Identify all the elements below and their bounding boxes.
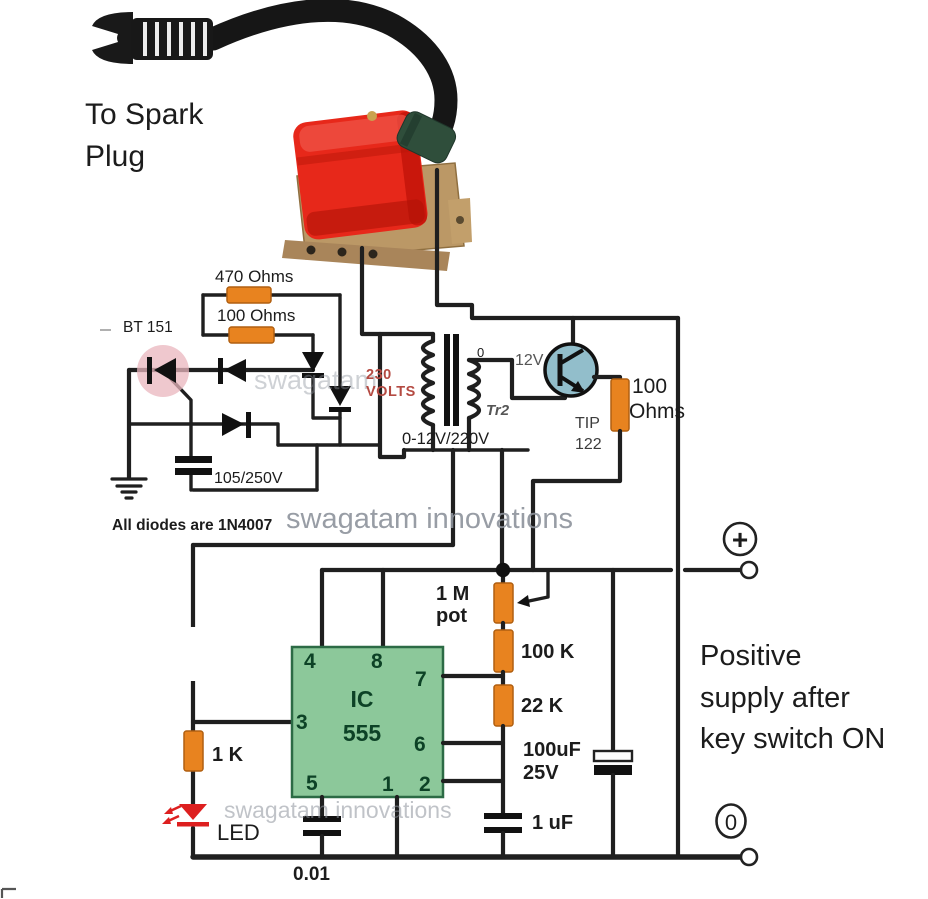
r100-top-label: 100 Ohms	[217, 306, 295, 325]
r100k-label: 100 K	[521, 641, 575, 663]
resistor-22k	[493, 684, 514, 727]
primary-voltage-label2: VOLTS	[366, 384, 416, 400]
pin-8: 8	[371, 650, 383, 673]
transformer-secondary-winding	[466, 357, 482, 421]
capacitor-001-icon	[303, 816, 341, 836]
supply-note3: key switch ON	[700, 723, 885, 755]
labels: To Spark Plug 470 Ohms 100 Ohms BT 151 s…	[85, 98, 885, 885]
spark-plug-cable	[92, 0, 458, 155]
pin-4: 4	[304, 650, 316, 673]
ignition-coil	[282, 110, 472, 271]
pin-7: 7	[415, 668, 427, 691]
tap-zero-label: 0	[477, 345, 484, 360]
plus-terminal-icon	[722, 521, 758, 557]
pin-3: 3	[296, 711, 308, 734]
watermark-fragment: swagatam	[254, 365, 377, 395]
pin-1: 1	[382, 773, 394, 796]
pot-label: 1 M	[436, 583, 469, 605]
scr-section-components	[110, 286, 351, 500]
resistor-1k	[183, 730, 204, 772]
diode-icon	[218, 358, 246, 384]
c100uf-label2: 25V	[523, 762, 559, 784]
junction-dot	[495, 562, 511, 578]
corner-artifact	[0, 887, 16, 898]
resistor-470-ohms	[226, 286, 272, 304]
watermark-eraser-smudge	[156, 627, 244, 681]
spark-plug-connector-icon	[92, 12, 133, 64]
tr2-label: Tr2	[486, 402, 510, 419]
transformer-core	[444, 334, 450, 426]
tap-12v-label: 12V	[515, 352, 544, 369]
pot-1m-icon	[493, 582, 514, 624]
resistor-100-ohms-right	[610, 378, 630, 432]
supply-note: Positive	[700, 640, 802, 672]
transformer-primary-winding	[420, 338, 436, 428]
scr-bt151-icon	[147, 357, 176, 384]
coil-terminal-stud	[367, 111, 377, 121]
coil-bracket-flange	[282, 240, 450, 271]
cap105-label: 105/250V	[214, 470, 283, 487]
diodes-note: All diodes are 1N4007	[112, 517, 272, 534]
transistor-tip122-icon	[543, 342, 599, 398]
r100-right-label2: Ohms	[629, 400, 685, 423]
pin-5: 5	[306, 772, 318, 795]
transformer-rating-label: 0-12V/220V	[402, 430, 489, 448]
r1k-label: 1 K	[212, 744, 244, 766]
cable-ribs	[143, 22, 207, 56]
ground-icon	[110, 477, 148, 500]
plus-terminal-lug	[739, 560, 759, 580]
r22k-label: 22 K	[521, 695, 564, 717]
capacitor-1uf-icon	[484, 813, 522, 833]
diode-icon	[302, 352, 324, 378]
driver-section	[530, 315, 630, 573]
to-spark-plug-label2: Plug	[85, 140, 145, 173]
zero-terminal-lug	[739, 847, 759, 867]
diode-icon	[329, 386, 351, 412]
ht-cable	[201, 0, 458, 155]
ic-555-body	[290, 645, 445, 799]
diode-icon	[222, 412, 251, 438]
pot-label2: pot	[436, 605, 467, 627]
led-label: LED	[217, 820, 260, 845]
tip122-label: TIP	[575, 415, 600, 432]
primary-voltage-label: 230	[366, 367, 392, 383]
c100uf-label: 100uF	[523, 739, 581, 761]
to-spark-plug-label: To Spark	[85, 98, 204, 131]
ic-label2: 555	[343, 720, 382, 746]
capacitor-105-icon	[175, 456, 212, 475]
tip122-label2: 122	[575, 436, 602, 453]
zero-terminal-label: 0	[725, 810, 737, 835]
resistor-100-ohms-top	[228, 326, 275, 344]
supply-note2: supply after	[700, 682, 850, 714]
pin-6: 6	[414, 733, 426, 756]
led-icon	[162, 804, 209, 827]
transformer-core	[453, 334, 459, 426]
watermark-secondary: swagatam innovations	[224, 797, 452, 823]
watermark-main: swagatam innovations	[286, 503, 573, 535]
r470-label: 470 Ohms	[215, 267, 293, 286]
pot-wiper-arrow	[517, 595, 530, 607]
r100-right-label: 100	[632, 375, 667, 398]
zero-terminal-icon	[715, 803, 747, 839]
pin-2: 2	[419, 773, 431, 796]
resistor-100k	[493, 629, 514, 673]
c001-label: 0.01	[293, 864, 330, 885]
ic-label: IC	[351, 686, 374, 712]
capacitor-100uf-icon	[592, 749, 634, 775]
bt151-label: BT 151	[123, 319, 173, 336]
plus-terminal-label: +	[732, 524, 748, 555]
c1uf-label: 1 uF	[532, 812, 573, 834]
timer-section	[162, 542, 634, 860]
coil-ht-boot	[396, 111, 457, 164]
